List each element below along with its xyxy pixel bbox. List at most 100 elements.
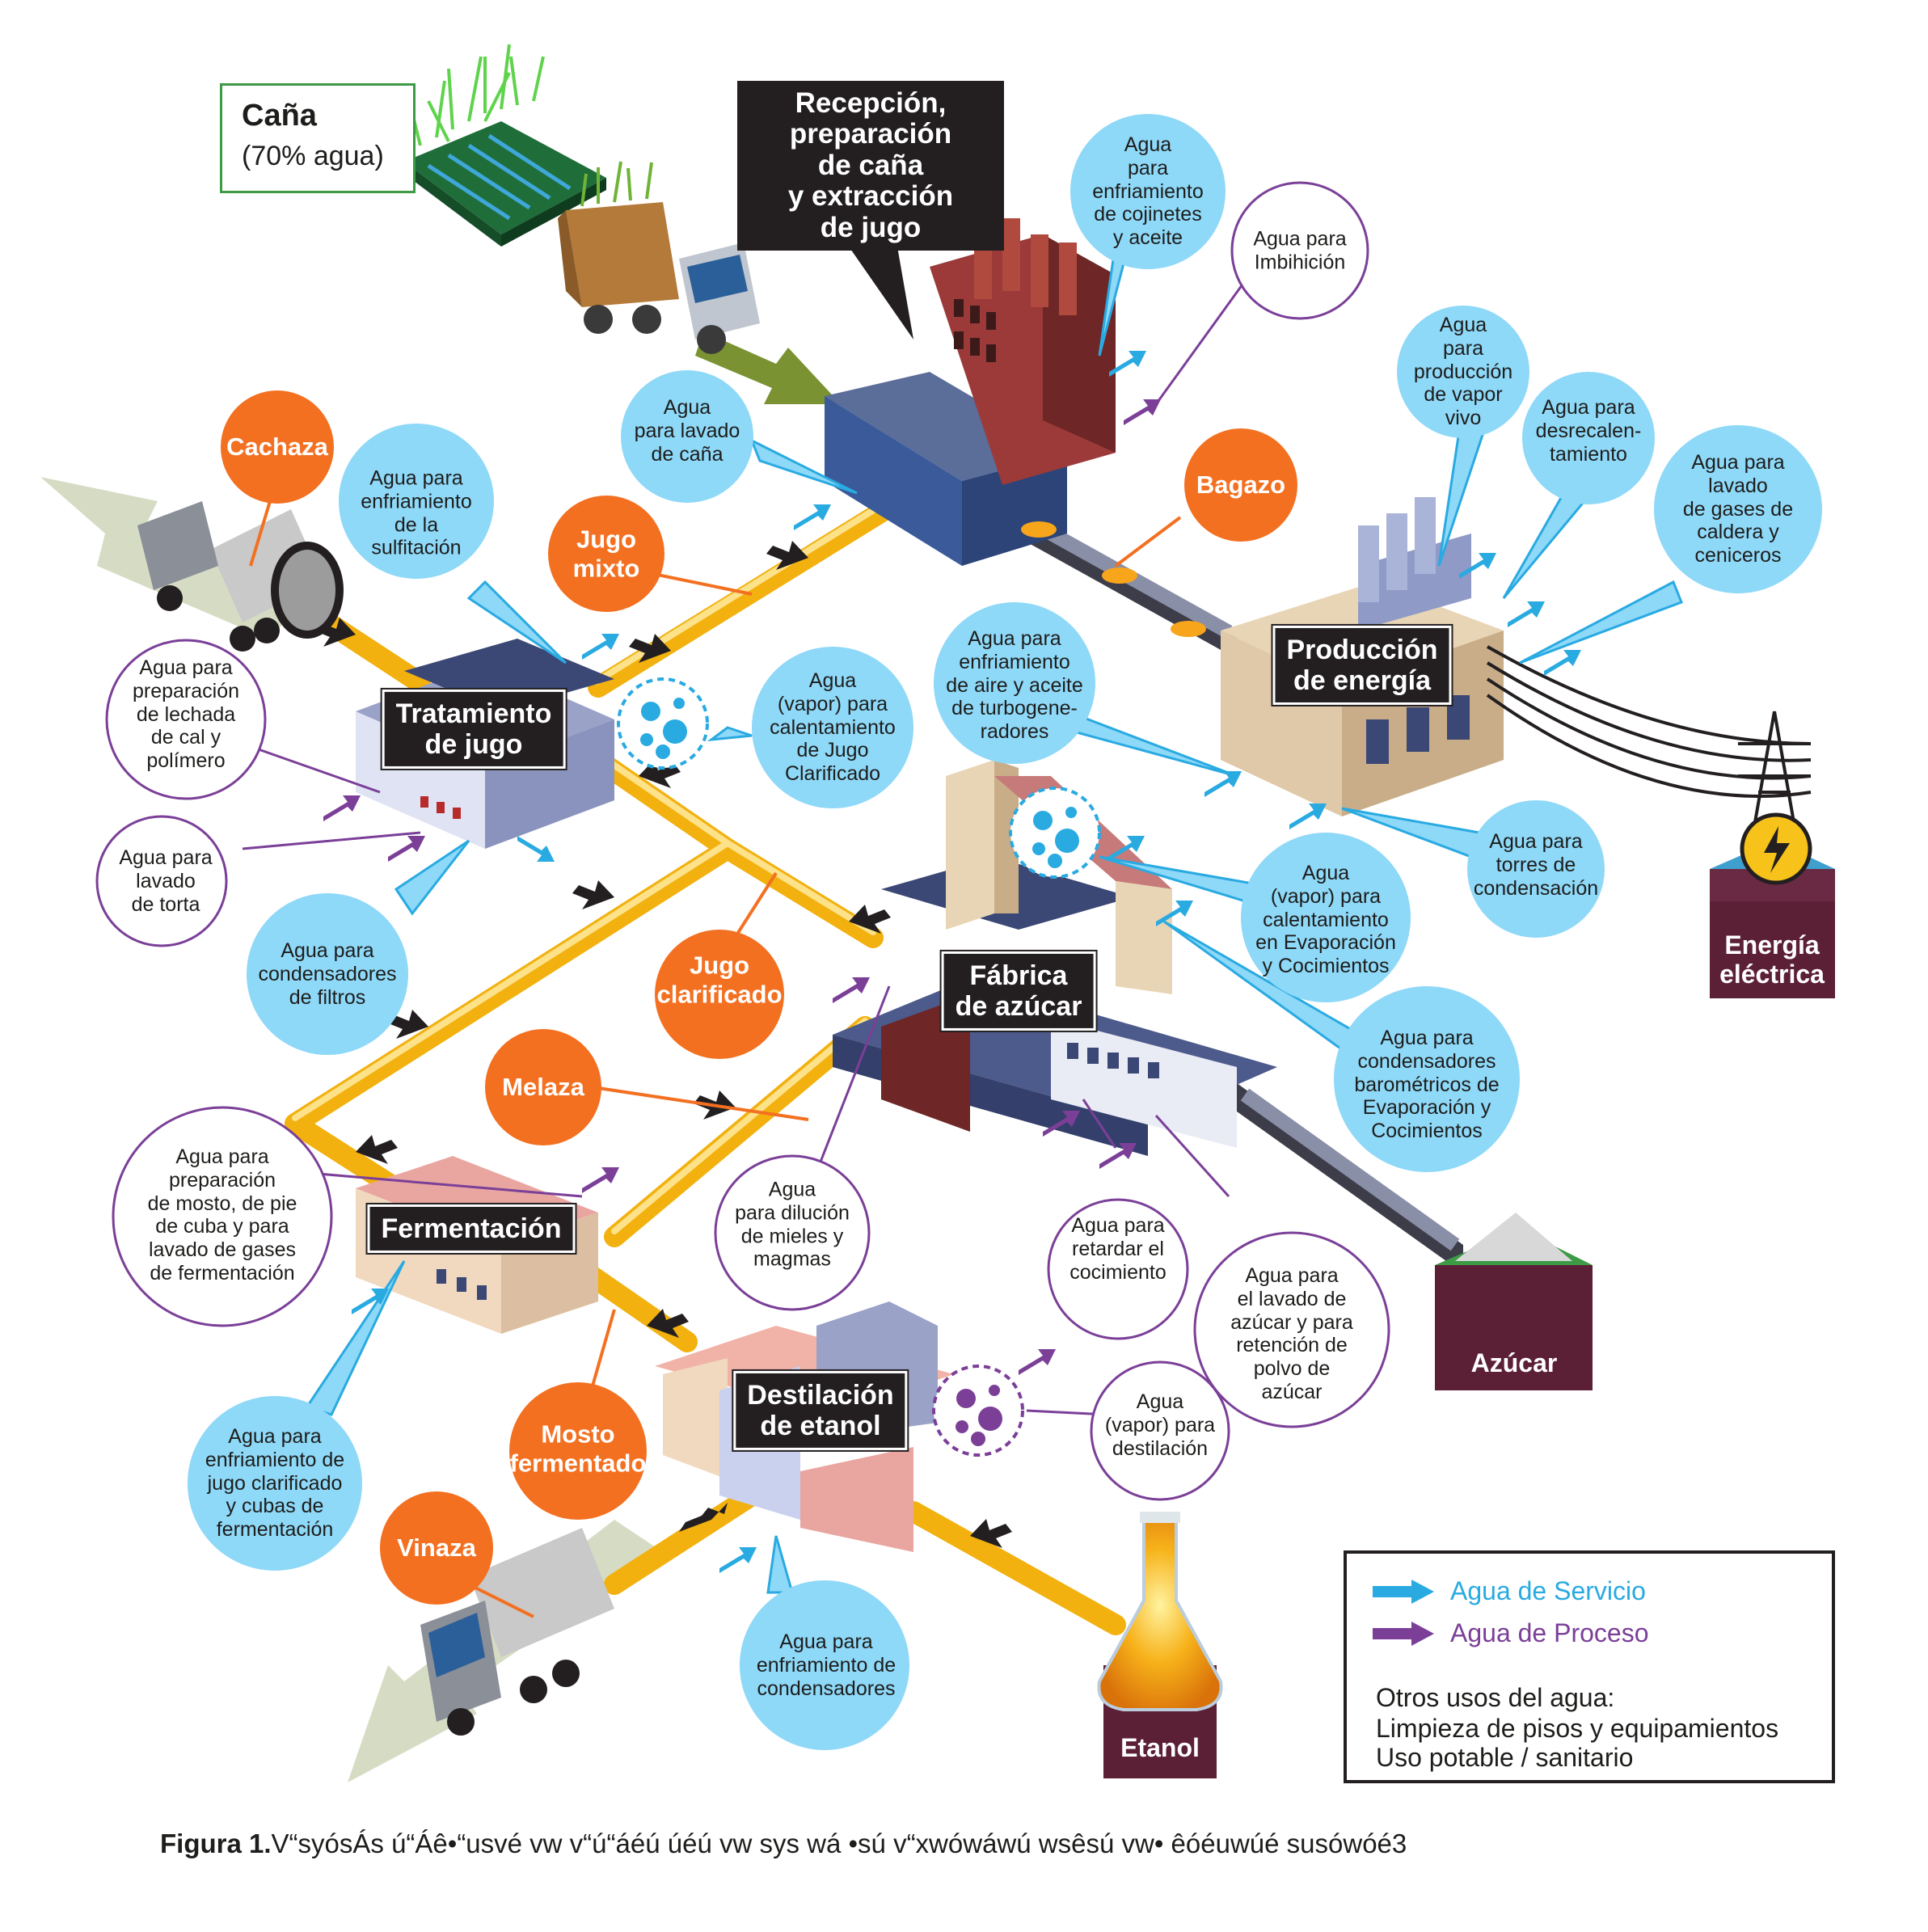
- lavado-azucar-label: Agua para el lavado de azúcar y para ret…: [1230, 1263, 1353, 1403]
- steam-bubbles: [617, 677, 709, 770]
- jugo-clarificado-label: Jugo clarificado: [656, 951, 783, 1008]
- reception-label: Recepción, preparación de caña y extracc…: [737, 81, 1004, 251]
- flow-arrow: [386, 1010, 428, 1039]
- vapor-jugo-label: Agua (vapor) para calentamiento de Jugo …: [770, 669, 896, 786]
- bubble-torres: [1467, 800, 1605, 938]
- bubble-turbogeneradores: [934, 602, 1095, 764]
- bubble-vinaza: [380, 1491, 493, 1605]
- ethanol-flask-icon: [1097, 1512, 1223, 1778]
- destilacion-water-label: Agua (vapor) para destilación: [1104, 1390, 1216, 1460]
- process-water-arrow: [1124, 399, 1161, 425]
- flow-arrow: [970, 1519, 1012, 1548]
- cane-field: [404, 44, 606, 247]
- service-water-arrow: [1204, 771, 1242, 797]
- pipe-melaza: [604, 1016, 875, 1247]
- cachaza-label: Cachaza: [226, 432, 328, 462]
- flow-arrow: [849, 905, 891, 934]
- cane-subtitle: (70% agua): [242, 141, 384, 171]
- cojinetes-label: Agua para enfriamiento de cojinetes y ac…: [1092, 133, 1204, 250]
- service-water-arrow: [719, 1547, 757, 1573]
- energia-output-label: Energía eléctrica: [1719, 930, 1825, 989]
- process-water-arrow: [1099, 1143, 1137, 1169]
- figure-caption: Figura 1.V“syósÁs ú“Áê•“usvé vw v“ú“áéú …: [160, 1829, 1407, 1859]
- bubble-jugo-clarificado: [655, 930, 784, 1059]
- legend-other-1: Limpieza de pisos y equipamientos: [1376, 1714, 1779, 1743]
- service-water-arrow: [1289, 804, 1327, 829]
- bubble-sulfitacion: [339, 424, 494, 579]
- pipe-etanol: [903, 1501, 1126, 1635]
- cane-truck: [558, 161, 760, 354]
- cane-label-box: Caña (70% agua): [220, 83, 416, 193]
- flow-arrow: [356, 1135, 398, 1164]
- process-arrow-icon: [1373, 1621, 1434, 1646]
- bubble-vapor-jugo: [752, 647, 913, 808]
- melaza-label: Melaza: [502, 1073, 584, 1102]
- vapor-evaporacion-label: Agua (vapor) para calentamiento en Evapo…: [1255, 862, 1396, 978]
- gases-caldera-label: Agua para lavado de gases de caldera y c…: [1682, 451, 1794, 567]
- legend-service: Agua de Servicio: [1371, 1576, 1646, 1606]
- bubble-barometricos: [1334, 986, 1520, 1172]
- condensadores-filtros-label: Agua para condensadores de filtros: [258, 939, 397, 1009]
- legend: Agua de Servicio Agua de Proceso Otros u…: [1344, 1550, 1835, 1783]
- service-water-arrow: [1508, 601, 1545, 627]
- mieles-label: Agua para dilución de mieles y magmas: [735, 1178, 850, 1271]
- destilacion-label: Destilación de etanol: [733, 1370, 908, 1451]
- bubble-condensadores-filtros: [247, 893, 408, 1055]
- flow-arrow: [679, 1503, 728, 1532]
- bubble-melaza: [485, 1029, 601, 1145]
- process-water-arrow: [833, 977, 870, 1003]
- legend-service-label: Agua de Servicio: [1450, 1576, 1646, 1605]
- sugar-output-block: [1435, 1213, 1593, 1390]
- sugar-factory: [833, 760, 1277, 1156]
- vinaza-tanker-truck: [420, 1528, 614, 1736]
- energy-output-block: [1710, 812, 1835, 998]
- bubble-mieles: [714, 1154, 871, 1311]
- process-water-arrow: [1019, 1349, 1056, 1375]
- torres-label: Agua para torres de condensación: [1473, 829, 1599, 900]
- bubble-lavado-cana: [621, 370, 753, 503]
- bagazo-label: Bagazo: [1196, 470, 1286, 500]
- produccion-label: Producción de energía: [1272, 625, 1452, 706]
- bubble-vapor-vivo: [1397, 306, 1529, 438]
- process-water-arrow: [1043, 1111, 1080, 1137]
- service-arrow-icon: [1373, 1579, 1434, 1604]
- bubble-imbibicion: [1230, 181, 1369, 320]
- process-water-arrow: [323, 795, 361, 821]
- process-water-arrow: [388, 836, 425, 862]
- tratamiento-label: Tratamiento de jugo: [382, 689, 566, 770]
- cane-title: Caña: [242, 99, 317, 133]
- jugo-mixto-label: Jugo mixto: [572, 525, 640, 582]
- mosto-fermentado-label: Mosto fermentado: [509, 1419, 647, 1477]
- bubble-jugo-mixto: [548, 496, 664, 612]
- bubble-gases-caldera: [1654, 425, 1822, 593]
- bubble-torta: [95, 815, 228, 947]
- fabrica-label: Fábrica de azúcar: [941, 951, 1096, 1031]
- pipe-clarificado-to-fermentacion: [285, 838, 738, 1199]
- legend-process: Agua de Proceso: [1371, 1618, 1649, 1648]
- bubble-bagazo: [1184, 428, 1297, 542]
- barometricos-label: Agua para condensadores barométricos de …: [1354, 1027, 1500, 1143]
- service-water-arrow: [1107, 836, 1145, 862]
- bubble-mosto: [112, 1106, 333, 1327]
- vinaza-label: Vinaza: [397, 1533, 476, 1563]
- bubble-condensadores: [740, 1580, 909, 1750]
- condensadores-label: Agua para enfriamiento de condensadores: [756, 1630, 896, 1700]
- service-water-arrow: [517, 836, 555, 862]
- lechada-label: Agua para preparación de lechada de cal …: [132, 656, 240, 773]
- service-water-arrow: [1459, 553, 1496, 579]
- bubble-cachaza: [221, 390, 334, 504]
- pipe-vinaza: [604, 1485, 762, 1595]
- bubble-lechada: [105, 639, 267, 800]
- mosto-water-label: Agua para preparación de mosto, de pie d…: [147, 1145, 297, 1284]
- legend-other-2: Uso potable / sanitario: [1376, 1743, 1634, 1772]
- jugo-cubas-label: Agua para enfriamiento de jugo clarifica…: [205, 1425, 345, 1542]
- service-water-arrow: [1156, 901, 1193, 926]
- bubble-vapor-evaporacion: [1241, 833, 1411, 1002]
- fermentacion-label: Fermentación: [367, 1204, 576, 1254]
- pipes: [285, 487, 1126, 1635]
- service-water-arrow: [1544, 650, 1581, 676]
- bubble-destilacion: [1090, 1360, 1230, 1501]
- cane-inflow-arrow: [695, 331, 841, 404]
- bubble-lavado-azucar: [1193, 1231, 1390, 1428]
